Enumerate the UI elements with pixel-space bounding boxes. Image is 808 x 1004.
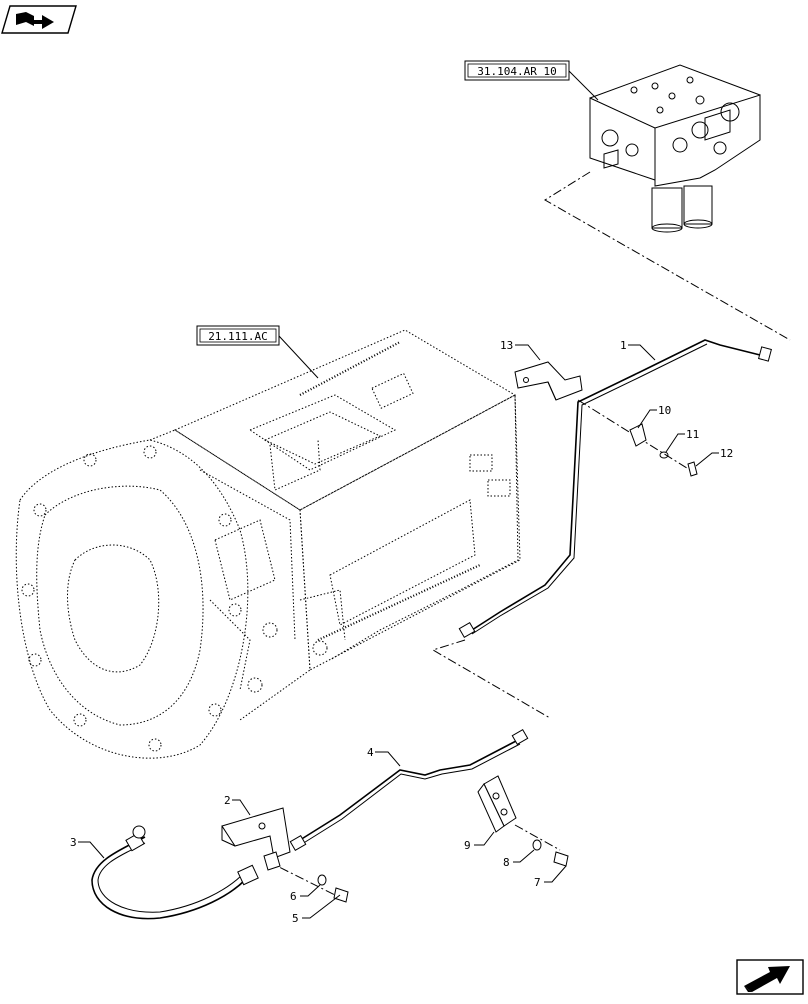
callout-leaders — [78, 344, 719, 919]
part-13-bracket — [514, 361, 583, 401]
valve-reference-label: 31.104.AR 10 — [477, 65, 556, 78]
part-9-clamp-block — [477, 775, 517, 833]
parts-7-8-bolt-washer — [532, 839, 569, 867]
parts-10-12-clip-hardware — [629, 423, 698, 477]
transmission-housing — [15, 329, 521, 759]
callout-11: 11 — [686, 428, 699, 441]
callout-5: 5 — [292, 912, 299, 925]
callout-9: 9 — [464, 839, 471, 852]
valve-reference-box[interactable]: 31.104.AR 10 — [464, 60, 599, 101]
part-2-bracket — [221, 807, 291, 871]
callout-8: 8 — [503, 856, 510, 869]
callout-1: 1 — [620, 339, 627, 352]
callout-6: 6 — [290, 890, 297, 903]
hydraulic-valve-block — [589, 64, 761, 233]
housing-reference-label: 21.111.AC — [208, 330, 268, 343]
parts-5-6-bolt-washer — [317, 874, 349, 903]
callout-10: 10 — [658, 404, 671, 417]
next-page-arrow-icon[interactable] — [736, 959, 804, 995]
housing-reference-box[interactable]: 21.111.AC — [196, 325, 319, 379]
callout-2: 2 — [224, 794, 231, 807]
book-arrow-icon[interactable] — [1, 5, 77, 34]
callout-4: 4 — [367, 746, 374, 759]
callout-7: 7 — [534, 876, 541, 889]
part-3-flexible-hose — [91, 825, 259, 920]
part-4-lower-pipe — [289, 728, 529, 852]
part-1-upper-pipe — [458, 339, 772, 639]
callout-12: 12 — [720, 447, 733, 460]
callout-3: 3 — [70, 836, 77, 849]
callout-13: 13 — [500, 339, 513, 352]
